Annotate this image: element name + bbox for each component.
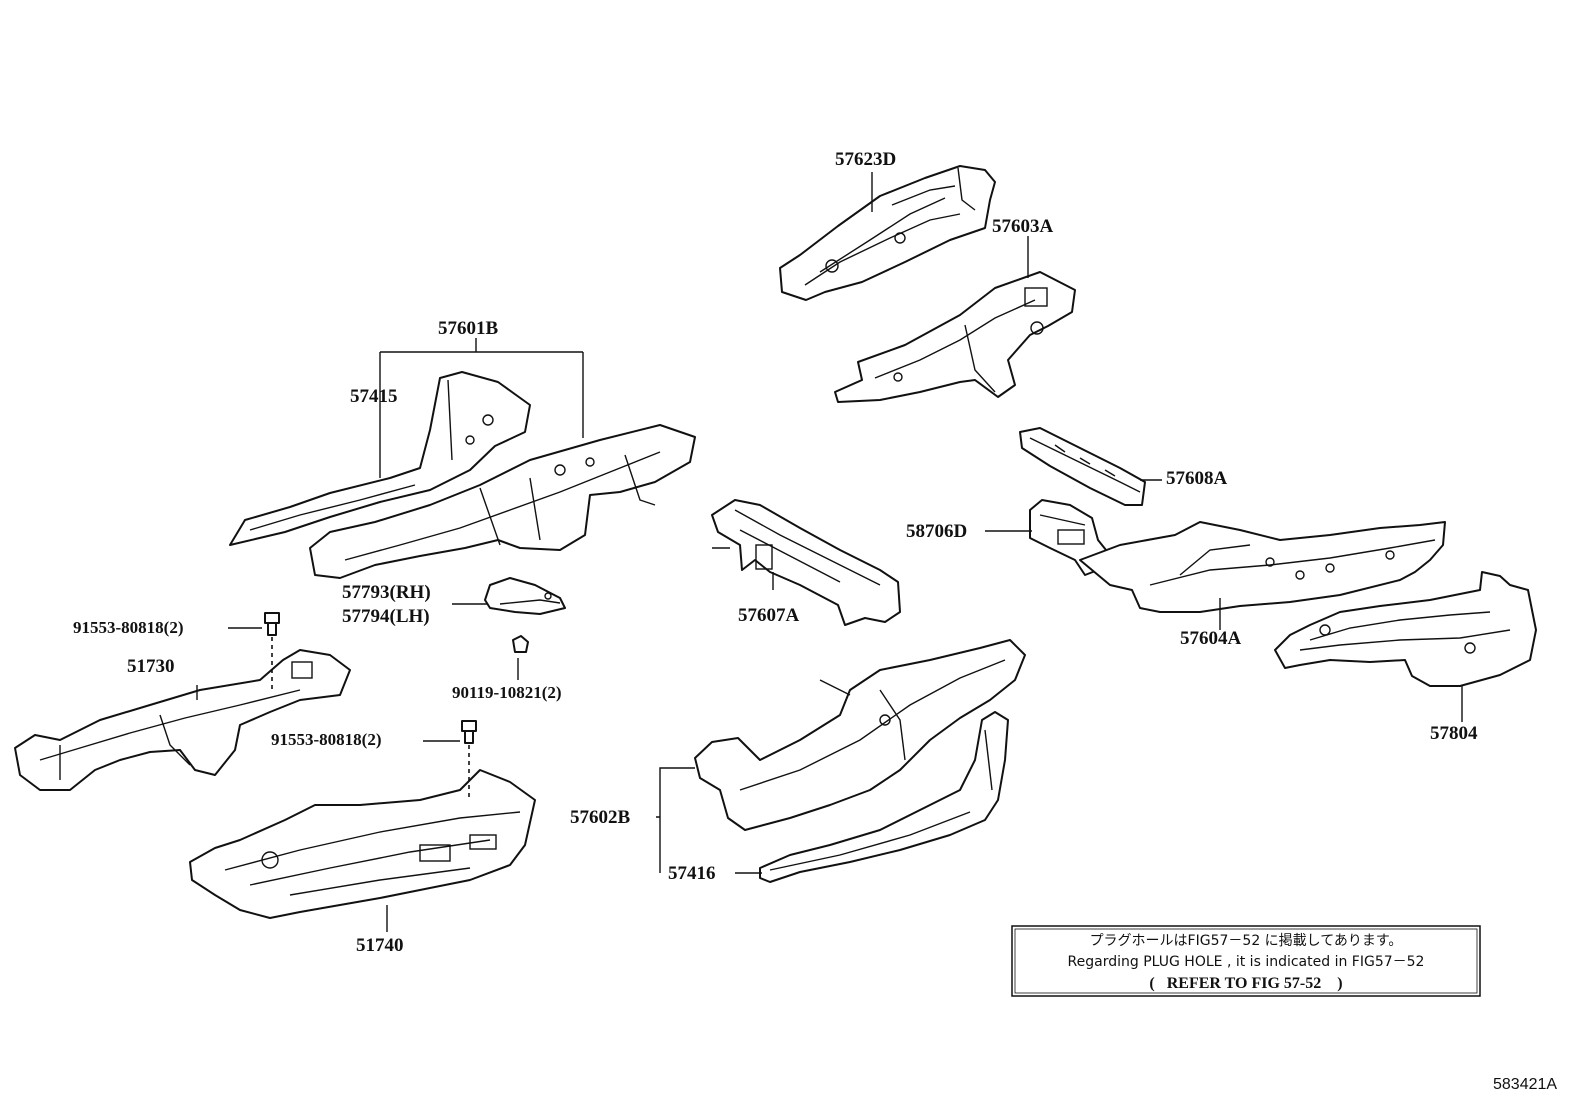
part-57601B-drawing — [229, 371, 696, 579]
figure-number: 583421A — [1493, 1076, 1557, 1093]
label-91553-bottom: 91553-80818(2) — [271, 730, 381, 749]
label-57603A: 57603A — [992, 216, 1054, 237]
part-51740-drawing — [189, 769, 536, 919]
label-57602B: 57602B — [570, 807, 631, 828]
part-57416-drawing — [759, 711, 1009, 883]
label-57604A: 57604A — [1180, 628, 1242, 649]
leader-lines — [196, 172, 1463, 932]
note-japanese-line: プラグホールはFIG57－52 に掲載してあります。 — [1090, 933, 1403, 949]
bolt-91553-top-drawing — [264, 612, 280, 690]
label-57416: 57416 — [668, 863, 716, 884]
part-57793-57794-drawing — [484, 577, 566, 653]
note-reference-line: ( REFER TO FIG 57-52 ) — [1149, 975, 1342, 992]
part-57607A-drawing — [711, 499, 901, 626]
part-57603A-drawing — [834, 271, 1076, 403]
label-57623D: 57623D — [835, 149, 896, 170]
bolt-91553-bottom-drawing — [461, 720, 477, 800]
part-51730-drawing — [14, 649, 351, 791]
label-57415: 57415 — [350, 386, 398, 407]
label-57793: 57793(RH) — [342, 582, 431, 603]
label-51730: 51730 — [127, 656, 175, 677]
label-57804: 57804 — [1430, 723, 1478, 744]
part-57804-drawing — [1274, 571, 1537, 687]
label-57608A: 57608A — [1166, 468, 1228, 489]
label-91553-top: 91553-80818(2) — [73, 618, 183, 637]
part-57602B-drawing — [694, 639, 1026, 831]
part-57608A-drawing — [1019, 427, 1146, 506]
label-58706D: 58706D — [906, 521, 967, 542]
plug-hole-note: プラグホールはFIG57－52 に掲載してあります。 Regarding PLU… — [1011, 925, 1481, 997]
label-57607A: 57607A — [738, 605, 800, 626]
label-57601B: 57601B — [438, 318, 499, 339]
label-51740: 51740 — [356, 935, 404, 956]
label-90119: 90119-10821(2) — [452, 683, 562, 702]
note-english-line: Regarding PLUG HOLE , it is indicated in… — [1068, 954, 1425, 970]
part-57623D-drawing — [779, 165, 996, 301]
part-57604A-drawing — [1079, 521, 1446, 613]
label-57794: 57794(LH) — [342, 606, 430, 627]
